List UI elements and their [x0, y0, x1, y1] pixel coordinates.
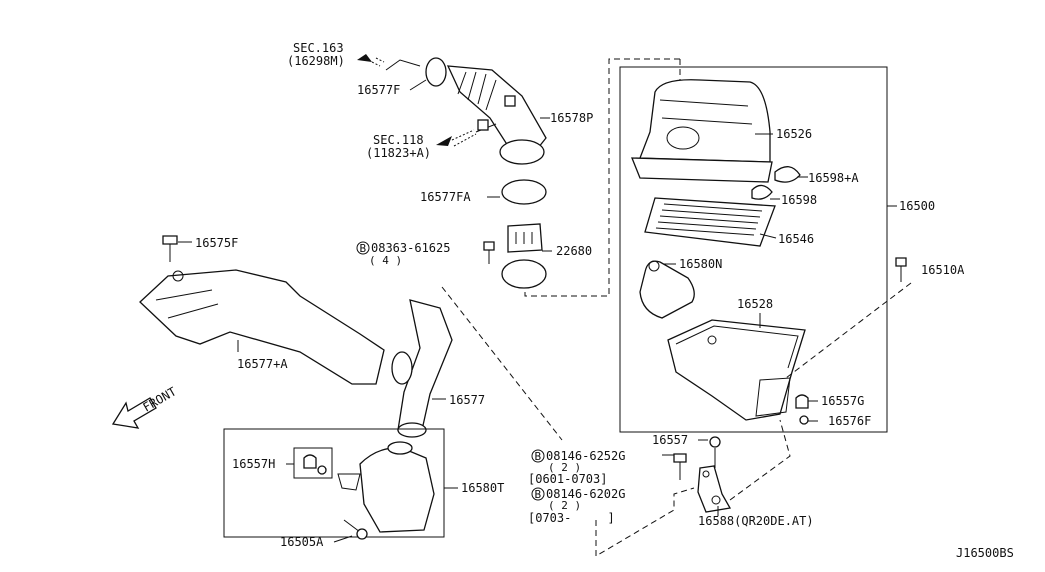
air-cleaner-dashed-link — [524, 58, 680, 297]
label-08146-6252G[interactable]: 08146-6252G — [546, 449, 625, 463]
leader-16577F — [409, 79, 427, 91]
label-16577FA[interactable]: 16577FA — [420, 190, 471, 204]
label-08146-6202G-range: [0703- ] — [528, 511, 615, 525]
clamp-16577F[interactable] — [425, 57, 447, 87]
svg-text:B: B — [360, 242, 367, 255]
bolt-16510A[interactable] — [895, 257, 907, 282]
bottom-dashed-link — [595, 487, 695, 557]
bracket-16588[interactable] — [697, 465, 732, 513]
label-sec163[interactable]: SEC.163 — [293, 41, 344, 55]
air-cleaner-upper-case[interactable] — [631, 79, 773, 183]
resonator-assembly-frame — [223, 428, 445, 538]
label-16598-plus-a[interactable]: 16598+A — [808, 171, 859, 185]
label-sec163-ref: (16298M) — [287, 54, 345, 68]
label-16557G[interactable]: 16557G — [821, 394, 864, 408]
bolt-16510A-dashed-link — [785, 282, 912, 379]
leader-16546 — [759, 233, 777, 239]
label-16577F[interactable]: 16577F — [357, 83, 400, 97]
label-16526[interactable]: 16526 — [776, 127, 812, 141]
label-16528[interactable]: 16528 — [737, 297, 773, 311]
label-16577-plus-a[interactable]: 16577+A — [237, 357, 288, 371]
label-08363-qty: ( 4 ) — [369, 254, 402, 267]
bolt-16575F[interactable] — [162, 235, 178, 262]
label-sec118[interactable]: SEC.118 — [373, 133, 424, 147]
label-16546[interactable]: 16546 — [778, 232, 814, 246]
bracket-dashed-link — [729, 419, 791, 501]
bolt-marker-08363: B — [356, 241, 370, 255]
mass-air-flow-sensor-22680[interactable] — [501, 223, 547, 289]
label-08146-6252G-qty: ( 2 ) — [548, 461, 581, 474]
air-duct-16577[interactable] — [391, 299, 453, 438]
label-16575F[interactable]: 16575F — [195, 236, 238, 250]
clip-16598[interactable] — [751, 184, 773, 200]
front-direction-arrow — [111, 397, 157, 429]
bolt-08146-6252G[interactable] — [673, 453, 687, 480]
bolt-marker-08146-6202G: B — [531, 487, 545, 501]
grommet-16557H[interactable] — [303, 454, 327, 475]
air-cleaner-lower-case[interactable] — [667, 319, 806, 421]
clip-16576F[interactable] — [799, 415, 809, 425]
label-08146-6202G-qty: ( 2 ) — [548, 499, 581, 512]
clip-16598-plus-a[interactable] — [774, 166, 801, 183]
grommet-16557[interactable] — [709, 436, 721, 462]
arrow-to-sec163 — [357, 54, 385, 67]
air-filter-element[interactable] — [644, 197, 776, 247]
air-duct-16577-plus-a[interactable] — [139, 269, 385, 385]
air-hose-16578P[interactable] — [446, 65, 547, 165]
label-16580T[interactable]: 16580T — [461, 481, 504, 495]
bolt-08363-61625[interactable] — [483, 241, 495, 264]
label-16557H[interactable]: 16557H — [232, 457, 275, 471]
arrow-to-sec118 — [436, 129, 477, 147]
label-08363-61625[interactable]: 08363-61625 — [371, 241, 450, 255]
svg-text:B: B — [535, 488, 542, 501]
label-22680[interactable]: 22680 — [556, 244, 592, 258]
label-16500[interactable]: 16500 — [899, 199, 935, 213]
label-16588[interactable]: 16588(QR20DE.AT) — [698, 514, 814, 528]
duct-dashed-link — [441, 286, 563, 441]
bolt-marker-08146-6252G: B — [531, 449, 545, 463]
bolt-16505A[interactable] — [343, 519, 368, 540]
label-16557[interactable]: 16557 — [652, 433, 688, 447]
pcv-nipple — [477, 119, 489, 131]
label-16578P[interactable]: 16578P — [550, 111, 593, 125]
resonator-16580T[interactable] — [337, 441, 435, 533]
clamp-16577FA[interactable] — [501, 179, 547, 205]
leader-16505A — [333, 535, 353, 543]
label-16510A[interactable]: 16510A — [921, 263, 965, 277]
air-cleaner-assembly-frame — [619, 66, 888, 433]
label-sec118-ref: (11823+A) — [366, 146, 431, 160]
resonator-duct-16580N[interactable] — [639, 260, 695, 319]
label-16580N[interactable]: 16580N — [679, 257, 722, 271]
fastener-16557H-frame — [293, 447, 333, 479]
grommet-16557G[interactable] — [795, 394, 809, 409]
label-16576F[interactable]: 16576F — [828, 414, 871, 428]
svg-text:B: B — [535, 450, 542, 463]
label-08146-6252G-range: [0601-0703] — [528, 472, 607, 486]
label-16577[interactable]: 16577 — [449, 393, 485, 407]
label-front: FRONT — [141, 384, 179, 414]
label-08146-6202G[interactable]: 08146-6202G — [546, 487, 625, 501]
sec163-leader — [385, 59, 421, 71]
label-16505A[interactable]: 16505A — [280, 535, 324, 549]
diagram-id: J16500BS — [956, 546, 1014, 560]
label-16598[interactable]: 16598 — [781, 193, 817, 207]
